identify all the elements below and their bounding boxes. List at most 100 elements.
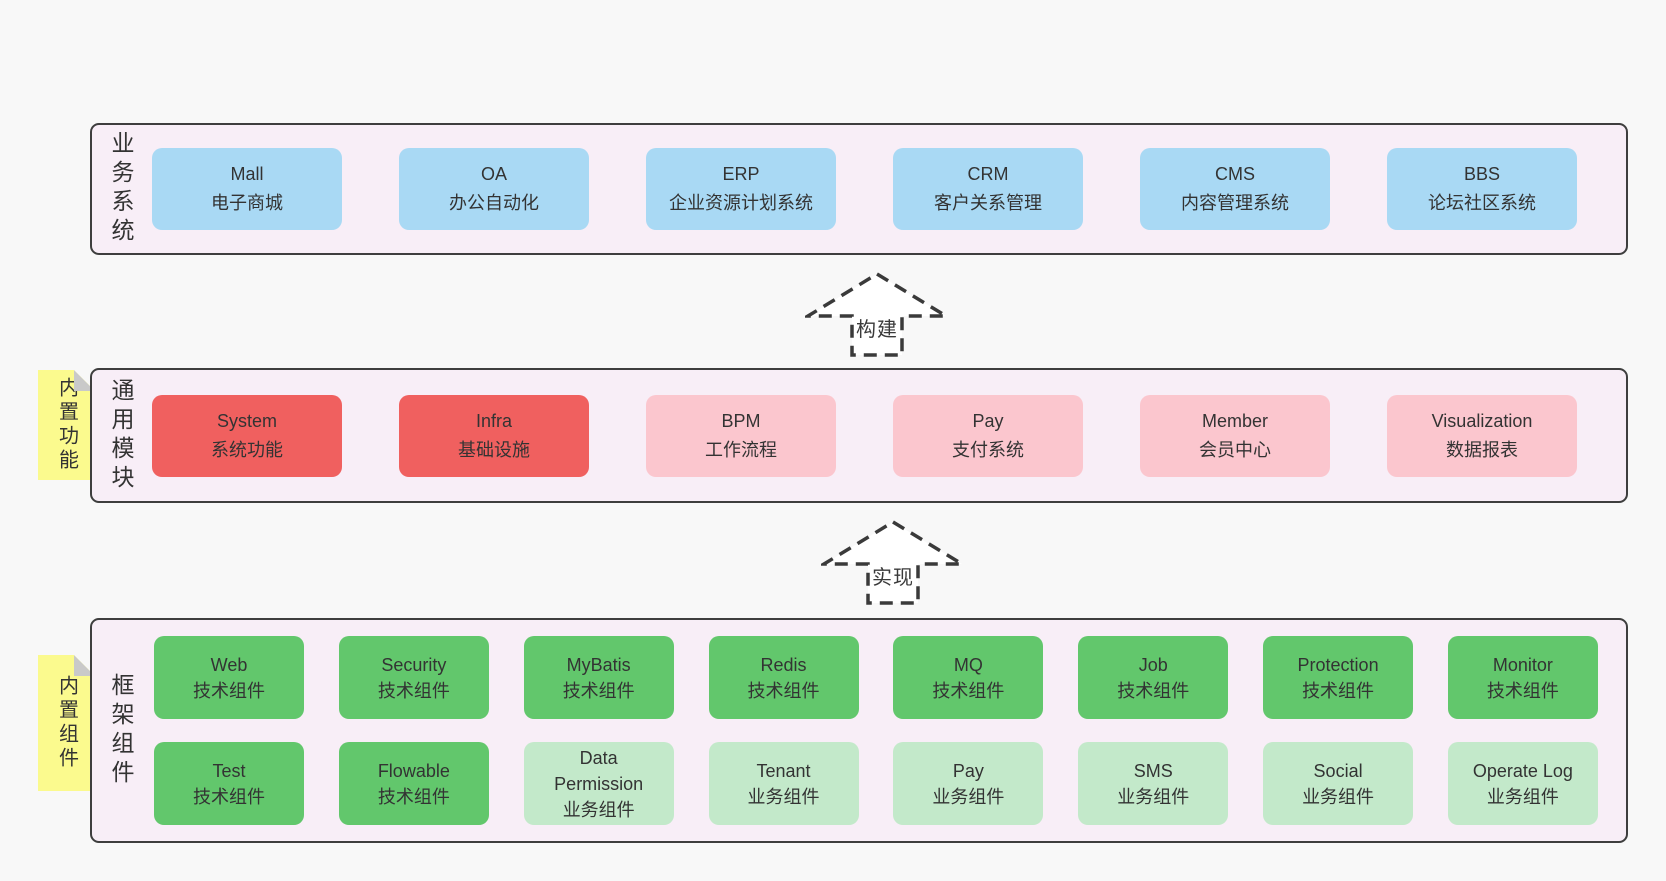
implement-arrow-label: 实现 — [872, 567, 914, 589]
node-cms: CMS 内容管理系统 — [1140, 148, 1330, 230]
node-title: MQ — [953, 654, 983, 675]
node-subtitle: 技术组件 — [1302, 680, 1375, 701]
node-subtitle: 技术组件 — [377, 786, 450, 807]
node-subtitle: 业务组件 — [1486, 786, 1559, 807]
node-title: Member — [1201, 410, 1268, 431]
band-common-modules: 通用模块 System 系统功能 Infra 基础设施 BPM 工作流程 Pay… — [90, 368, 1628, 503]
node-subtitle: 技术组件 — [193, 680, 265, 701]
node-title: Infra — [475, 410, 513, 431]
node-title: Pay — [972, 410, 1004, 431]
node-subtitle: 数据报表 — [1446, 439, 1518, 460]
node-subtitle: 业务组件 — [562, 799, 635, 820]
node-flowable: Flowable 技术组件 — [338, 742, 489, 825]
node-protection: Protection 技术组件 — [1263, 636, 1414, 719]
sticky-note-built-in-features: 内置功能 — [38, 370, 95, 480]
node-subtitle: 技术组件 — [1117, 680, 1190, 701]
node-monitor: Monitor 技术组件 — [1447, 636, 1598, 719]
node-subtitle: 技术组件 — [562, 680, 635, 701]
node-title: Security — [381, 654, 447, 675]
node-subtitle: 基础设施 — [458, 439, 530, 460]
node-subtitle: 电子商城 — [211, 193, 283, 213]
node-security: Security 技术组件 — [338, 636, 489, 719]
node-title: ERP — [722, 164, 760, 184]
node-title: Social — [1313, 760, 1363, 781]
node-visualization: Visualization 数据报表 — [1387, 394, 1577, 477]
band-modules-rows: System 系统功能 Infra 基础设施 BPM 工作流程 Pay 支付系统… — [92, 370, 1626, 501]
node-data-permission: Data Permission 业务组件 — [523, 742, 674, 825]
node-system: System 系统功能 — [152, 394, 342, 477]
node-title: Protection — [1297, 654, 1379, 675]
node-subtitle: 办公自动化 — [449, 193, 539, 213]
node-title: BPM — [721, 410, 761, 431]
node-mybatis: MyBatis 技术组件 — [523, 636, 674, 719]
node-title: Web — [210, 654, 248, 675]
band-business-row: Mall 电子商城 OA 办公自动化 ERP 企业资源计划系统 CRM 客户关系… — [152, 148, 1577, 230]
node-title: Monitor — [1492, 654, 1553, 675]
node-test: Test 技术组件 — [154, 742, 304, 825]
node-operate-log: Operate Log 业务组件 — [1447, 742, 1598, 825]
node-title: System — [216, 410, 277, 431]
band-modules-label: 通用模块 — [108, 377, 134, 494]
node-title: Flowable — [377, 760, 450, 781]
node-title: MyBatis — [566, 654, 631, 675]
node-title: OA — [480, 164, 507, 184]
node-title: SMS — [1133, 760, 1173, 781]
node-subtitle: 会员中心 — [1199, 439, 1271, 460]
node-subtitle: 工作流程 — [705, 439, 777, 460]
node-title: Pay — [952, 760, 984, 781]
node-web: Web 技术组件 — [154, 636, 304, 719]
node-pay: Pay 支付系统 — [893, 394, 1083, 477]
node-subtitle: 业务组件 — [747, 786, 820, 807]
sticky-note-text: 内置功能 — [55, 377, 78, 473]
node-title: Data Permission — [554, 747, 644, 794]
node-subtitle: 技术组件 — [1486, 680, 1559, 701]
node-subtitle: 企业资源计划系统 — [669, 193, 813, 213]
node-title: Redis — [760, 654, 807, 675]
node-subtitle: 客户关系管理 — [934, 193, 1042, 213]
band-framework-components: 框架组件 Web 技术组件 Security 技术组件 MyBatis 技术组件… — [90, 618, 1628, 843]
band-business-label: 业务系统 — [108, 131, 134, 247]
node-subtitle: 技术组件 — [932, 680, 1005, 701]
band-components-rows: Web 技术组件 Security 技术组件 MyBatis 技术组件 Redi… — [92, 620, 1626, 841]
node-subtitle: 论坛社区系统 — [1428, 193, 1536, 213]
node-pay-business: Pay 业务组件 — [893, 742, 1044, 825]
node-title: Job — [1138, 654, 1168, 675]
node-subtitle: 业务组件 — [932, 786, 1005, 807]
node-sms: SMS 业务组件 — [1078, 742, 1229, 825]
node-title: CMS — [1215, 164, 1255, 184]
band-components-row-1: Web 技术组件 Security 技术组件 MyBatis 技术组件 Redi… — [154, 636, 1598, 719]
node-crm: CRM 客户关系管理 — [893, 148, 1083, 230]
node-redis: Redis 技术组件 — [708, 636, 859, 719]
node-title: Mall — [230, 164, 264, 184]
node-subtitle: 业务组件 — [1302, 786, 1375, 807]
node-erp: ERP 企业资源计划系统 — [646, 148, 836, 230]
node-mq: MQ 技术组件 — [893, 636, 1044, 719]
node-title: Operate Log — [1472, 760, 1573, 781]
node-subtitle: 技术组件 — [747, 680, 820, 701]
band-components-label: 框架组件 — [108, 672, 134, 789]
node-tenant: Tenant 业务组件 — [708, 742, 859, 825]
node-mall: Mall 电子商城 — [152, 148, 342, 230]
node-subtitle: 内容管理系统 — [1181, 193, 1289, 213]
implement-arrow-icon — [821, 519, 965, 605]
build-arrow-icon — [805, 271, 949, 357]
band-business-systems: 业务系统 Mall 电子商城 OA 办公自动化 ERP 企业资源计划系统 CRM… — [90, 123, 1628, 255]
node-subtitle: 技术组件 — [377, 680, 450, 701]
node-job: Job 技术组件 — [1078, 636, 1229, 719]
node-subtitle: 支付系统 — [952, 439, 1024, 460]
node-social: Social 业务组件 — [1263, 742, 1414, 825]
node-subtitle: 系统功能 — [211, 439, 283, 460]
node-title: Tenant — [756, 760, 811, 781]
node-infra: Infra 基础设施 — [399, 394, 589, 477]
sticky-note-built-in-components: 内置组件 — [38, 655, 95, 791]
node-bbs: BBS 论坛社区系统 — [1387, 148, 1577, 230]
node-subtitle: 技术组件 — [193, 786, 265, 807]
band-modules-row: System 系统功能 Infra 基础设施 BPM 工作流程 Pay 支付系统… — [152, 394, 1577, 477]
band-components-row-2: Test 技术组件 Flowable 技术组件 Data Permission … — [154, 742, 1598, 825]
node-subtitle: 业务组件 — [1117, 786, 1190, 807]
band-business-rows: Mall 电子商城 OA 办公自动化 ERP 企业资源计划系统 CRM 客户关系… — [92, 125, 1626, 253]
node-oa: OA 办公自动化 — [399, 148, 589, 230]
node-bpm: BPM 工作流程 — [646, 394, 836, 477]
node-title: BBS — [1463, 164, 1501, 184]
